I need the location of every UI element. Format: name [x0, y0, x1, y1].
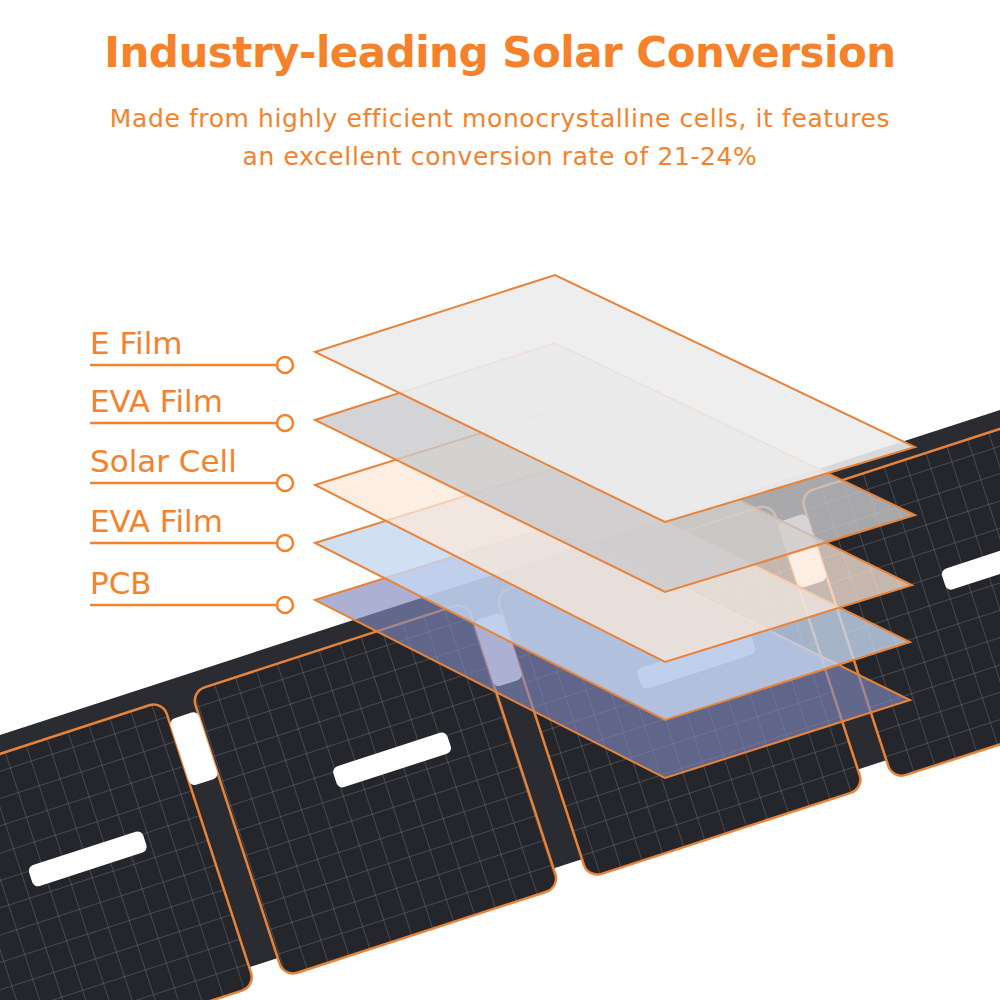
layer-label: EVA Film: [90, 383, 223, 419]
layer-label: EVA Film: [90, 503, 223, 539]
layer-label: E Film: [90, 325, 182, 361]
page-title: Industry-leading Solar Conversion: [0, 28, 1000, 77]
layer-label: PCB: [90, 565, 152, 601]
layer-label: Solar Cell: [90, 443, 237, 479]
subtitle: Made from highly efficient monocrystalli…: [100, 100, 900, 176]
